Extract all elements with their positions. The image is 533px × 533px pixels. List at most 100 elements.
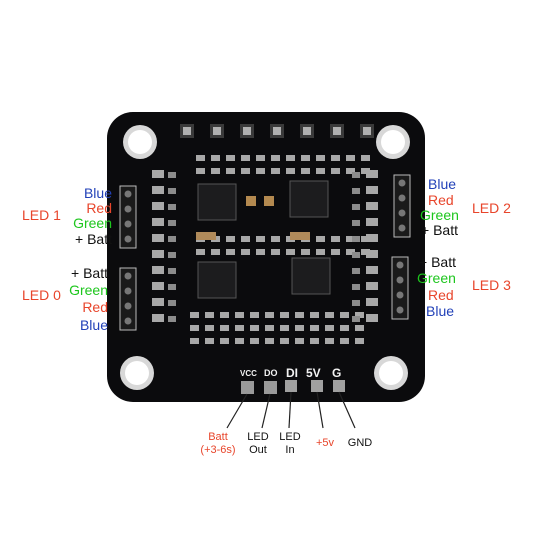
- label-led-1: LED 1: [22, 207, 61, 223]
- smd-part: [366, 266, 378, 274]
- bottom-solder-pads: [241, 380, 345, 394]
- smd-part: [152, 218, 164, 226]
- label-led2-batt: + Batt: [421, 222, 458, 238]
- label-led-2: LED 2: [472, 200, 511, 216]
- label-plus-5v: +5v: [315, 437, 335, 449]
- smd-part: [340, 338, 349, 344]
- chip-top-left: [197, 183, 237, 221]
- smd-part: [271, 236, 280, 242]
- smd-part: [250, 325, 259, 331]
- smd-part: [346, 236, 355, 242]
- chip-bottom-left: [197, 261, 237, 299]
- smd-part: [168, 284, 176, 290]
- smd-part: [211, 168, 220, 174]
- smd-part: [211, 155, 220, 161]
- smd-part: [152, 266, 164, 274]
- label-led1-red: Red: [86, 200, 112, 216]
- smd-part: [363, 127, 371, 135]
- smd-part: [280, 338, 289, 344]
- smd-part: [301, 168, 310, 174]
- leader-5v: [316, 391, 324, 429]
- smd-part: [295, 325, 304, 331]
- smd-part: [340, 312, 349, 318]
- smd-part: [250, 312, 259, 318]
- smd-part: [310, 325, 319, 331]
- smd-part: [264, 196, 274, 206]
- smd-part: [331, 155, 340, 161]
- label-led0-green: Green: [69, 282, 108, 298]
- smd-part: [190, 312, 199, 318]
- smd-part: [286, 249, 295, 255]
- smd-part: [205, 312, 214, 318]
- smd-part: [152, 250, 164, 258]
- smd-part: [333, 127, 341, 135]
- smd-part: [196, 249, 205, 255]
- smd-part: [366, 250, 378, 258]
- smd-part: [246, 196, 256, 206]
- smd-part: [168, 316, 176, 322]
- smd-part: [366, 202, 378, 210]
- smd-part: [168, 204, 176, 210]
- smd-part: [352, 220, 360, 226]
- label-led2-green: Green: [420, 207, 459, 223]
- header-left-top: [119, 185, 137, 249]
- label-led2-blue: Blue: [428, 176, 457, 192]
- chip-top-right: [289, 180, 329, 218]
- smd-part: [265, 312, 274, 318]
- smd-part: [271, 249, 280, 255]
- smd-part: [325, 325, 334, 331]
- smd-part: [168, 300, 176, 306]
- smd-part: [366, 186, 378, 194]
- smd-part: [366, 170, 378, 178]
- leader-gnd: [338, 391, 356, 429]
- smd-part: [352, 268, 360, 274]
- smd-part: [366, 218, 378, 226]
- leader-led-in: [288, 391, 292, 429]
- smd-part: [280, 312, 289, 318]
- label-led-3: LED 3: [472, 277, 511, 293]
- smd-part: [256, 236, 265, 242]
- smd-part: [366, 314, 378, 322]
- smd-part: [361, 249, 370, 255]
- smd-part: [235, 338, 244, 344]
- smd-part: [168, 268, 176, 274]
- smd-part: [273, 127, 281, 135]
- smd-part: [316, 236, 325, 242]
- smd-part: [355, 325, 364, 331]
- smd-part: [213, 127, 221, 135]
- smd-part: [310, 338, 319, 344]
- leader-batt: [226, 393, 248, 429]
- smd-part: [346, 249, 355, 255]
- smd-part: [366, 298, 378, 306]
- label-led-out-line1: LED: [247, 431, 269, 443]
- smd-part: [183, 127, 191, 135]
- smd-part: [256, 249, 265, 255]
- smd-part: [196, 155, 205, 161]
- silk-vcc: VCC: [240, 369, 257, 378]
- smd-part: [220, 338, 229, 344]
- smd-part: [301, 249, 310, 255]
- smd-part: [250, 338, 259, 344]
- smd-part: [190, 325, 199, 331]
- label-led2-red: Red: [428, 192, 454, 208]
- smd-part: [331, 168, 340, 174]
- smd-part: [316, 249, 325, 255]
- smd-part: [152, 234, 164, 242]
- label-led-in-line2: In: [285, 444, 295, 456]
- smd-part: [271, 168, 280, 174]
- smd-part: [361, 236, 370, 242]
- pad-do: [264, 381, 277, 394]
- smd-part: [361, 155, 370, 161]
- smd-part: [271, 155, 280, 161]
- smd-part: [286, 168, 295, 174]
- smd-part: [316, 155, 325, 161]
- pad-vcc: [241, 381, 254, 394]
- pad-di: [285, 380, 297, 392]
- smd-part: [352, 172, 360, 178]
- smd-part: [361, 168, 370, 174]
- smd-part: [152, 314, 164, 322]
- smd-part: [310, 312, 319, 318]
- smd-part: [256, 168, 265, 174]
- smd-part: [355, 312, 364, 318]
